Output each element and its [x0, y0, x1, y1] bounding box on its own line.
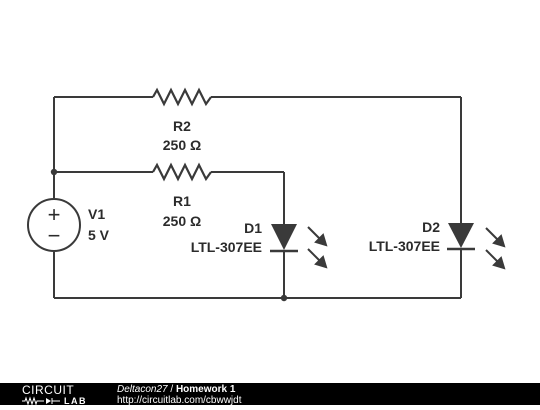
led-d1-part: LTL-307EE — [191, 239, 262, 255]
voltage-source-value: 5 V — [88, 227, 110, 243]
junction-bottom — [280, 294, 288, 302]
led-d1-triangle — [271, 224, 297, 250]
junction-left — [50, 168, 58, 176]
voltage-source-circle — [27, 198, 81, 252]
resistor-r2: R2 250 Ω — [152, 87, 212, 153]
plus-icon: + — [48, 202, 61, 227]
led-d2-light-arrows-icon — [485, 227, 506, 270]
minus-icon: − — [48, 223, 61, 248]
resistor-r1-zigzag — [152, 162, 212, 182]
resistor-r1-value: 250 Ω — [163, 213, 201, 229]
led-d1-light-arrows-icon — [307, 226, 328, 269]
footer-author: Deltacon27 — [117, 384, 168, 395]
led-d2-triangle — [448, 223, 474, 248]
led-d2-part: LTL-307EE — [369, 238, 440, 254]
led-d2: D2 LTL-307EE — [369, 219, 506, 270]
resistor-r1: R1 250 Ω — [152, 162, 212, 229]
footer-bar: CIRCUIT LAB Deltacon27 / Homework 1 http… — [0, 383, 540, 406]
footer-title: Homework 1 — [176, 384, 236, 395]
footer-background — [0, 383, 540, 405]
footer-title-line: Deltacon27 / Homework 1 — [117, 384, 236, 395]
footer-separator: / — [168, 384, 176, 395]
resistor-r2-ref: R2 — [173, 118, 191, 134]
led-d2-ref: D2 — [422, 219, 440, 235]
resistor-r1-ref: R1 — [173, 193, 191, 209]
logo-resistor-icon — [22, 396, 60, 406]
logo-circuit-text: CIRCUIT — [22, 383, 74, 397]
resistor-r2-value: 250 Ω — [163, 137, 201, 153]
footer-url[interactable]: http://circuitlab.com/cbwwjdt — [117, 395, 242, 406]
led-d1: D1 LTL-307EE — [191, 220, 328, 269]
resistor-r2-zigzag — [152, 87, 212, 107]
voltage-source-ref: V1 — [88, 206, 105, 222]
logo-lab-text: LAB — [64, 396, 87, 405]
voltage-source-v1: + − V1 5 V — [27, 198, 110, 252]
led-d1-ref: D1 — [244, 220, 262, 236]
wires — [50, 96, 462, 302]
